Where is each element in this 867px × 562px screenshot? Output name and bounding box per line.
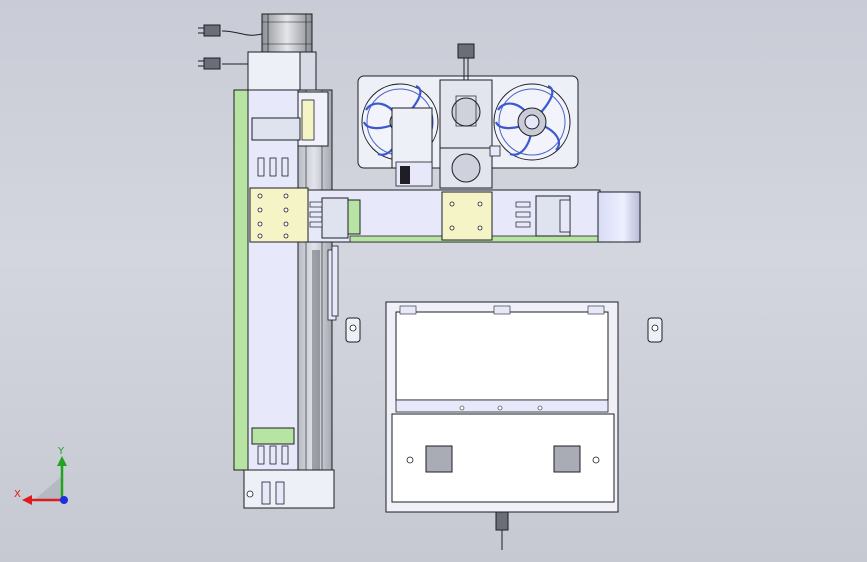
cable-connector-icon xyxy=(495,511,509,550)
motor-icon[interactable] xyxy=(261,13,313,53)
tray-box[interactable] xyxy=(385,301,619,550)
bolt-hole-icon xyxy=(257,193,289,239)
axis-y-label: Y xyxy=(57,446,65,457)
axis-z-dot xyxy=(60,496,68,504)
fan-head-assembly[interactable] xyxy=(357,43,579,189)
cable-connector-icon xyxy=(198,24,263,70)
horizontal-linear-module[interactable] xyxy=(307,189,641,317)
axis-triad: Y X xyxy=(14,446,68,505)
fan-icon xyxy=(493,83,571,161)
cable-connector-icon xyxy=(457,43,475,80)
vertical-linear-module[interactable] xyxy=(198,13,337,509)
mounting-bracket-icon[interactable] xyxy=(345,317,361,343)
axis-x-label: X xyxy=(14,489,21,500)
mounting-bracket-icon[interactable] xyxy=(647,317,663,343)
bolt-group-top xyxy=(257,157,289,177)
